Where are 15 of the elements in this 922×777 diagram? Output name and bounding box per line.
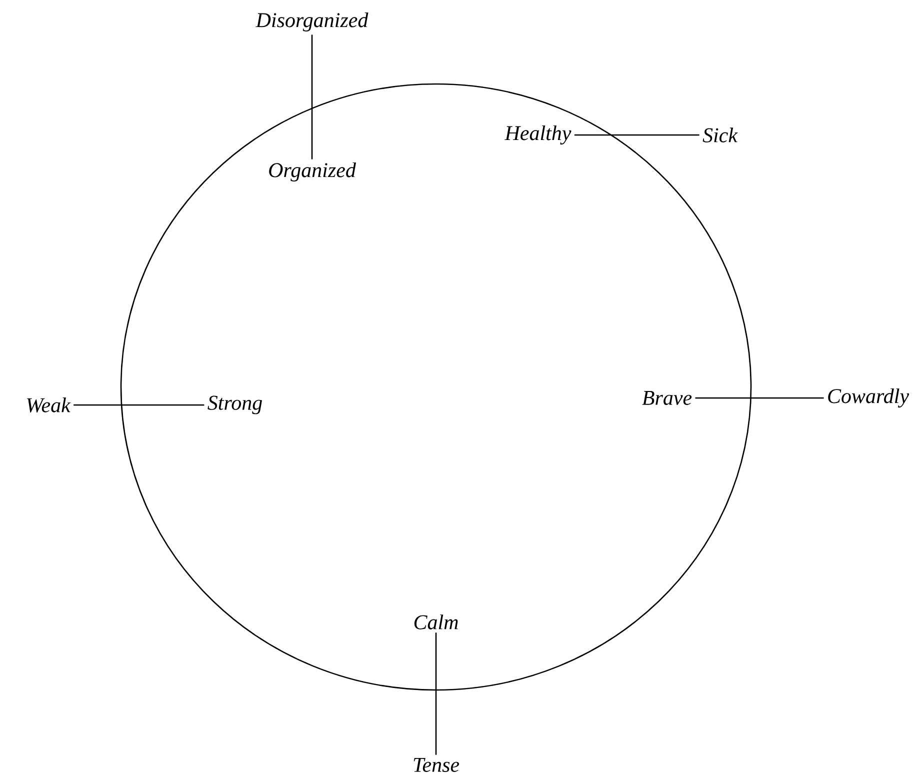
connector-line xyxy=(695,397,824,399)
connector-line xyxy=(311,34,313,160)
word-label: Disorganized xyxy=(256,12,368,32)
word-label: Sick xyxy=(702,128,738,142)
word-label: Cowardly xyxy=(828,388,910,408)
word-label: Weak xyxy=(27,398,71,412)
connector-line xyxy=(74,404,204,406)
word-label: Brave xyxy=(642,391,692,405)
word-label: Organized xyxy=(269,162,356,182)
word-label: Calm xyxy=(414,614,458,630)
word-label: Strong xyxy=(208,396,262,414)
connector-line xyxy=(574,134,700,136)
word-label: Tense xyxy=(414,758,460,772)
word-label: Healthy xyxy=(504,125,572,145)
connector-line xyxy=(435,632,437,755)
